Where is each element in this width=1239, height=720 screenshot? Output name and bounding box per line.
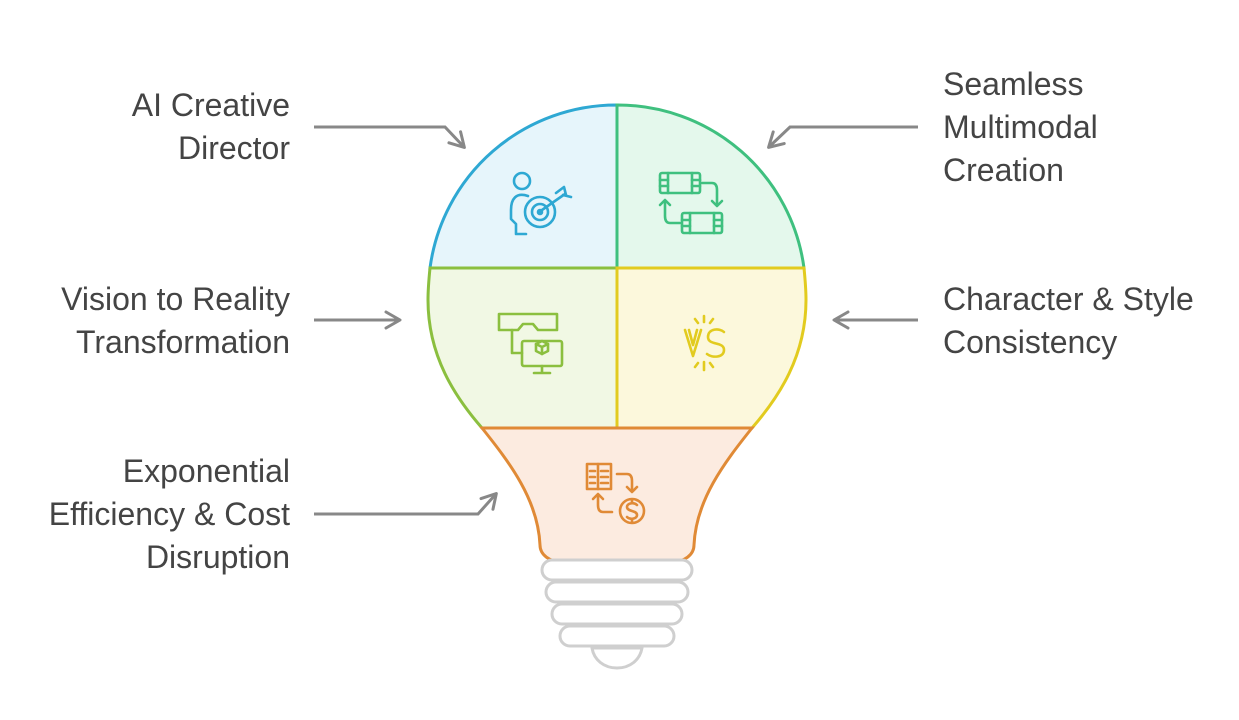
bulb-base: [540, 558, 694, 670]
segment-top-right: [615, 103, 806, 270]
label-ai-creative-director: AI Creative Director: [131, 87, 290, 166]
arrow-ai-creative-director: [314, 125, 466, 149]
label-character-style: Character & Style Consistency: [943, 281, 1194, 360]
book-to-dollar-icon: [585, 462, 646, 525]
versus-icon: [683, 314, 726, 372]
label-vision-to-reality: Vision to Reality Transformation: [61, 281, 290, 360]
label-exponential-efficiency: Exponential Efficiency & Cost Disruption: [48, 453, 290, 575]
vr-headset-monitor-icon: [497, 312, 564, 375]
segment-top-left: [428, 103, 619, 270]
film-swap-icon: [658, 171, 724, 235]
label-seamless-multimodal: Seamless Multimodal Creation: [943, 66, 1098, 188]
segment-middle-right: [615, 266, 808, 430]
segment-bottom: [478, 426, 756, 564]
arrow-seamless-multimodal: [767, 125, 918, 149]
person-target-icon: [509, 171, 573, 236]
arrow-exponential-efficiency: [314, 492, 498, 516]
